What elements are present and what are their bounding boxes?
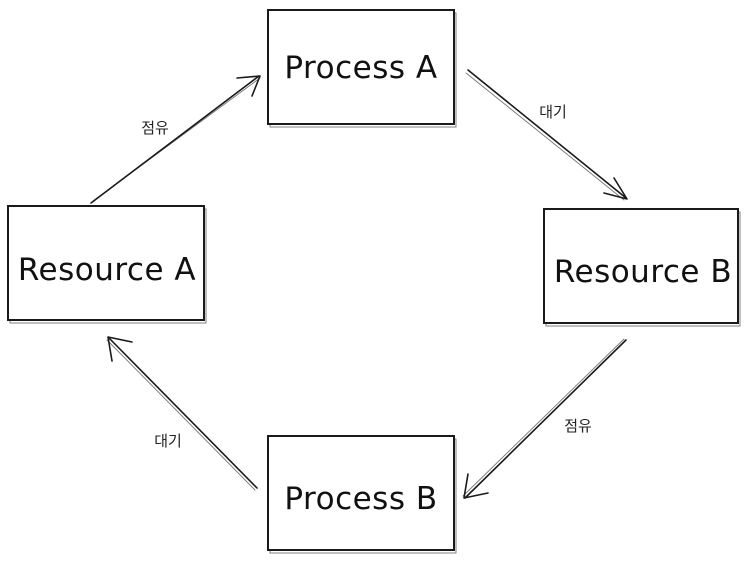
edge-resource-b-to-process-b: 점유 [462, 338, 627, 499]
arrow-head-icon [463, 473, 489, 499]
arrow-head-icon [107, 336, 133, 362]
resource-a-label: Resource A [18, 252, 196, 288]
arrow-head-icon [603, 177, 628, 200]
edge-label-hold: 점유 [564, 417, 592, 435]
process-a-node: Process A [267, 9, 457, 128]
edge-resource-a-to-process-a: 점유 [90, 75, 261, 204]
edge-process-b-to-resource-a: 대기 [106, 336, 258, 491]
edge-label-wait: 대기 [154, 432, 182, 450]
edge-label-hold: 점유 [141, 119, 169, 137]
resource-a-node: Resource A [7, 205, 207, 324]
edge-label-wait: 대기 [539, 103, 567, 121]
process-a-label: Process A [284, 50, 437, 86]
process-b-label: Process B [284, 481, 437, 517]
edge-process-a-to-resource-b: 대기 [465, 69, 628, 201]
process-b-node: Process B [267, 435, 457, 554]
arrow-head-icon [236, 75, 261, 97]
resource-b-node: Resource B [543, 208, 741, 327]
resource-b-label: Resource B [554, 254, 732, 290]
